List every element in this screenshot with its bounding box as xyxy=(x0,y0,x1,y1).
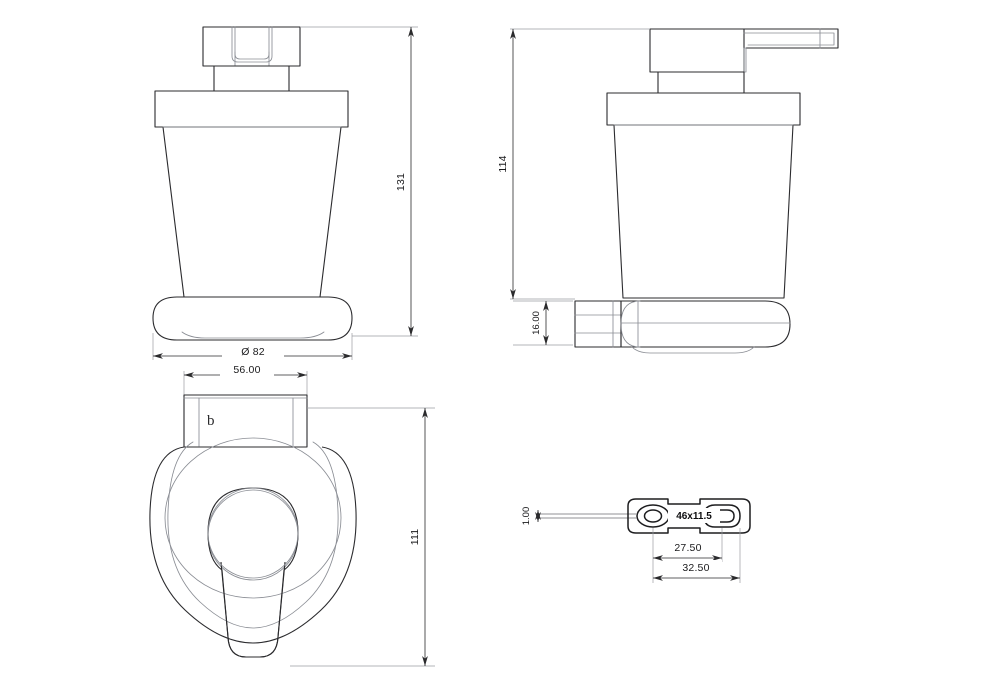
dim-front-base-diameter-label: Ø 82 xyxy=(241,346,265,358)
front-base-plate xyxy=(152,296,353,341)
side-base-plate xyxy=(620,300,791,354)
front-pump-head xyxy=(202,26,301,67)
dim-detail-plate-size-label: 46x11.5 xyxy=(676,511,712,522)
dim-plan-depth: 111 xyxy=(290,407,435,667)
detail-view: 1.00 46x11.5 27.50 xyxy=(521,498,751,583)
dim-detail-hole-centre-1: 27.50 xyxy=(653,540,722,561)
dim-side-base-height: 16.00 xyxy=(513,300,573,346)
side-view: 114 16.00 xyxy=(497,28,839,354)
dim-front-height-label: 131 xyxy=(395,173,407,191)
dim-side-height: 114 xyxy=(497,28,650,300)
dim-detail-thickness-label: 1.00 xyxy=(521,507,532,526)
plan-bracket: b xyxy=(183,394,308,448)
detail-edge-profile xyxy=(538,513,636,519)
dim-side-base-height-label: 16.00 xyxy=(531,311,542,335)
dim-detail-thickness: 1.00 xyxy=(521,507,541,526)
side-pump-neck xyxy=(657,71,745,94)
dim-front-height: 131 xyxy=(300,26,418,337)
side-wall-bracket xyxy=(574,300,622,348)
plan-base-outer xyxy=(149,437,357,644)
detail-extension-lines xyxy=(652,528,741,583)
dim-front-base-diameter: Ø 82 xyxy=(152,333,353,360)
dim-detail-hole-centre-2: 32.50 xyxy=(653,560,740,581)
dim-side-height-label: 114 xyxy=(497,155,509,172)
plan-lever xyxy=(207,487,299,658)
side-glass-body xyxy=(613,124,794,299)
dim-plan-depth-label: 111 xyxy=(409,529,421,546)
plan-view: b 111 xyxy=(149,394,435,667)
plan-brand-logo: b xyxy=(207,413,215,429)
side-collar xyxy=(606,92,801,126)
dim-front-bracket-width: 56.00 xyxy=(183,362,308,412)
front-view: 131 Ø 82 56.00 xyxy=(152,26,418,412)
dim-detail-hole-centre-1-label: 27.50 xyxy=(674,542,701,554)
dim-detail-hole-centre-2-label: 32.50 xyxy=(682,562,709,574)
front-pump-neck xyxy=(213,65,290,92)
side-pump-head xyxy=(649,28,839,73)
detail-plate: 46x11.5 xyxy=(627,498,751,534)
dim-front-bracket-width-label: 56.00 xyxy=(233,364,260,376)
front-collar xyxy=(154,90,349,128)
front-glass-body xyxy=(162,126,342,298)
